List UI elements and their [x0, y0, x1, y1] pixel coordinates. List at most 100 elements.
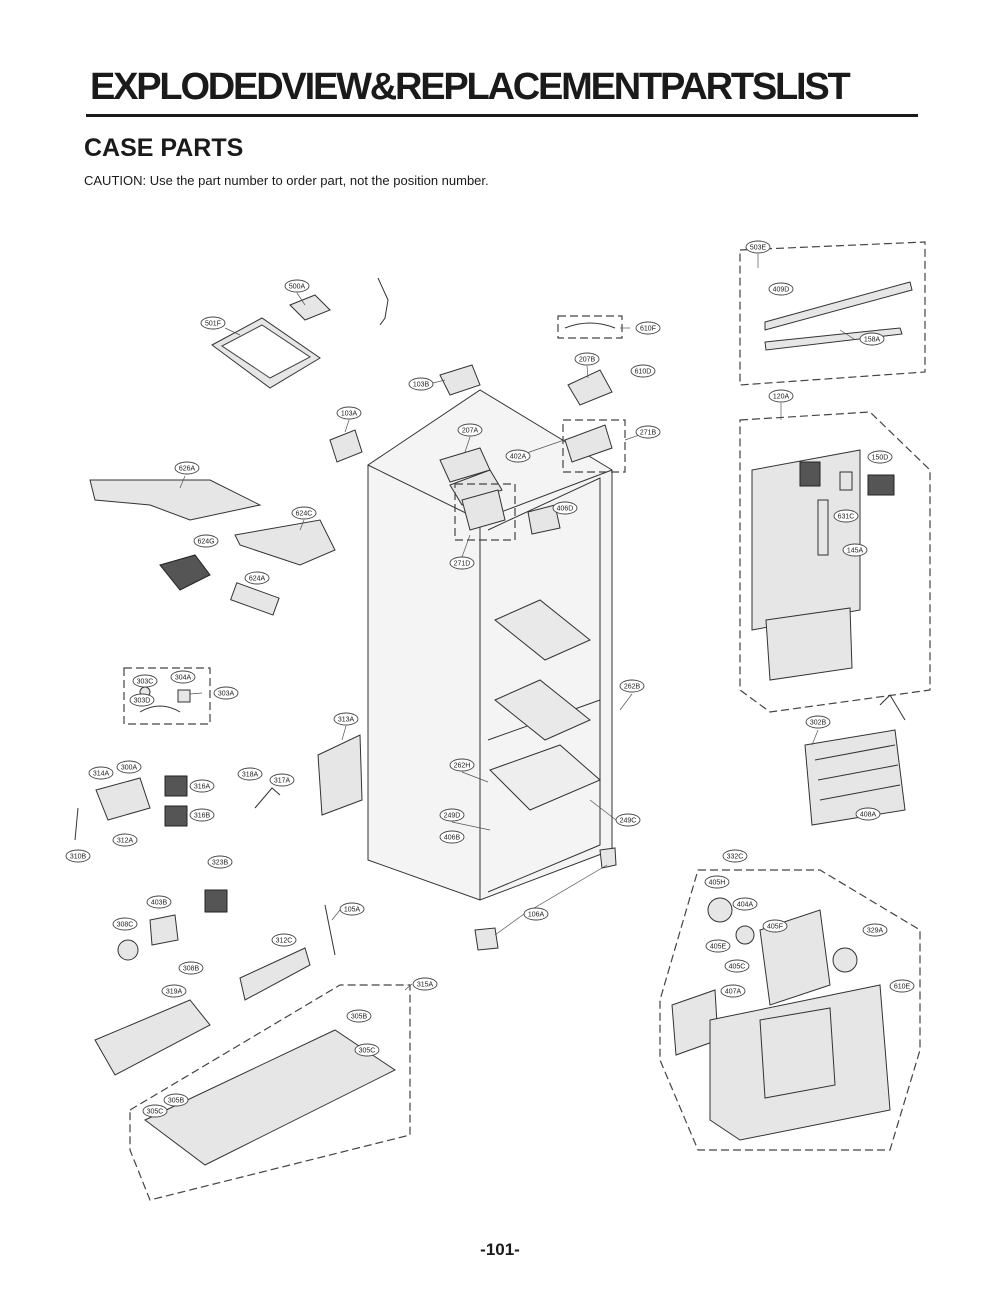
svg-text:262H: 262H [454, 763, 471, 770]
svg-text:332C: 332C [727, 854, 744, 861]
svg-text:310B: 310B [70, 854, 87, 861]
svg-text:262B: 262B [624, 684, 641, 691]
callout-405E: 405E [705, 939, 731, 953]
callout-308C: 308C [112, 917, 138, 931]
cabinet [367, 389, 613, 901]
page-title: EXPLODEDVIEW&REPLACEMENTPARTSLIST [90, 66, 851, 108]
svg-text:500A: 500A [289, 284, 306, 291]
callout-labels: 500A 501F 103B 103A 626A 624C 624G 624A … [65, 240, 915, 1118]
svg-text:158A: 158A [864, 337, 881, 344]
svg-text:329A: 329A [867, 928, 884, 935]
callout-158A: 158A [859, 332, 885, 346]
svg-text:610F: 610F [640, 326, 656, 333]
callout-249C: 249C [615, 813, 641, 827]
callout-312A: 312A [112, 833, 138, 847]
callout-314A: 314A [88, 766, 114, 780]
callout-103A: 103A [336, 406, 362, 420]
callout-305B: 305B [346, 1009, 372, 1023]
svg-text:501F: 501F [205, 321, 221, 328]
svg-text:624C: 624C [296, 511, 313, 518]
svg-text:150D: 150D [872, 455, 889, 462]
callout-303D: 303D [129, 693, 155, 707]
svg-text:103A: 103A [341, 411, 358, 418]
svg-text:308C: 308C [117, 922, 134, 929]
callout-303A: 303A [213, 686, 239, 700]
svg-text:503E: 503E [750, 245, 767, 252]
svg-text:631C: 631C [838, 514, 855, 521]
svg-text:409D: 409D [773, 287, 790, 294]
callout-308B: 308B [178, 961, 204, 975]
callout-262B: 262B [619, 679, 645, 693]
title-rule [86, 114, 918, 117]
svg-text:403B: 403B [151, 900, 168, 907]
svg-text:303C: 303C [137, 679, 154, 686]
svg-text:305B: 305B [168, 1098, 185, 1105]
section-heading: CASE PARTS [84, 134, 244, 162]
callout-150D: 150D [867, 450, 893, 464]
callout-310B: 310B [65, 849, 91, 863]
callout-405F: 405F [762, 919, 788, 933]
svg-text:303A: 303A [218, 691, 235, 698]
callout-106A: 106A [523, 907, 549, 921]
svg-text:304A: 304A [175, 675, 192, 682]
svg-text:319A: 319A [166, 989, 183, 996]
callout-404A: 404A [732, 897, 758, 911]
svg-text:314A: 314A [93, 771, 110, 778]
callout-316B: 316B [189, 808, 215, 822]
svg-text:610D: 610D [635, 369, 652, 376]
svg-text:207A: 207A [462, 428, 479, 435]
callout-207B: 207B [574, 352, 600, 366]
callout-300A: 300A [116, 760, 142, 774]
svg-text:145A: 145A [847, 548, 864, 555]
svg-text:624A: 624A [249, 576, 266, 583]
callout-145A: 145A [842, 543, 868, 557]
callout-315A: 315A [412, 977, 438, 991]
svg-text:610E: 610E [894, 984, 911, 991]
callout-271B: 271B [635, 425, 661, 439]
svg-text:405F: 405F [767, 924, 783, 931]
callout-332C: 332C [722, 849, 748, 863]
caution-note: CAUTION: Use the part number to order pa… [84, 173, 489, 188]
svg-text:305C: 305C [359, 1048, 376, 1055]
callout-262H: 262H [449, 758, 475, 772]
callout-405C: 405C [724, 959, 750, 973]
svg-text:626A: 626A [179, 466, 196, 473]
svg-text:249D: 249D [444, 813, 461, 820]
svg-text:305B: 305B [351, 1014, 368, 1021]
svg-text:407A: 407A [725, 989, 742, 996]
svg-text:305C: 305C [147, 1109, 164, 1116]
svg-text:323B: 323B [212, 860, 229, 867]
callout-610F: 610F [635, 321, 661, 335]
callout-317A: 317A [269, 773, 295, 787]
callout-329A: 329A [862, 923, 888, 937]
svg-text:318A: 318A [242, 772, 259, 779]
callout-406B: 406B [439, 830, 465, 844]
callout-631C: 631C [833, 509, 859, 523]
svg-text:315A: 315A [417, 982, 434, 989]
callout-207A: 207A [457, 423, 483, 437]
callout-501F: 501F [200, 316, 226, 330]
svg-text:308B: 308B [183, 966, 200, 973]
callout-405H: 405H [704, 875, 730, 889]
svg-text:312A: 312A [117, 838, 134, 845]
svg-text:207B: 207B [579, 357, 596, 364]
svg-text:303D: 303D [134, 698, 151, 705]
svg-text:300A: 300A [121, 765, 138, 772]
svg-text:402A: 402A [510, 454, 527, 461]
svg-text:408A: 408A [860, 812, 877, 819]
svg-text:316A: 316A [194, 784, 211, 791]
callout-305C-2: 305C [142, 1104, 168, 1118]
callout-316A: 316A [189, 779, 215, 793]
callout-303C: 303C [132, 674, 158, 688]
hinge-parts [439, 315, 626, 541]
callout-626A: 626A [174, 461, 200, 475]
svg-text:405C: 405C [729, 964, 746, 971]
top-left-parts [89, 277, 481, 616]
svg-text:405E: 405E [710, 944, 727, 951]
callout-105A: 105A [339, 902, 365, 916]
callout-403B: 403B [146, 895, 172, 909]
svg-text:404A: 404A [737, 902, 754, 909]
svg-text:302B: 302B [810, 720, 827, 727]
callout-323B: 323B [207, 855, 233, 869]
